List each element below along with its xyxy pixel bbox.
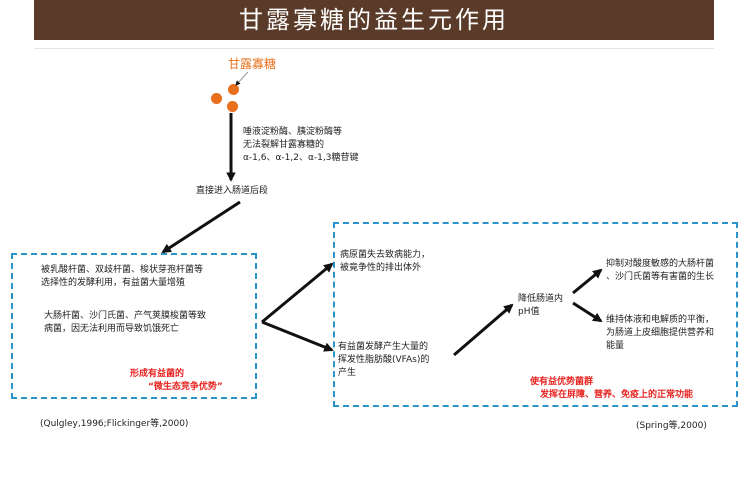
arrow-ph-to-maintain — [572, 301, 603, 323]
left-dashed-box — [11, 253, 257, 399]
vfa-text-line-1: 有益菌发酵产生大量的 — [338, 342, 429, 352]
vfa-text-line-3: 产生 — [338, 368, 357, 378]
right-dashed-box — [333, 222, 738, 407]
left-box-para1-line-1: 被乳酸杆菌、双歧杆菌、梭状芽孢杆菌等 — [41, 265, 204, 275]
sugar-pointer-arrow — [235, 71, 249, 86]
enzyme-note-line-2: 无法裂解甘露寡糖的 — [243, 140, 325, 150]
right-box-conclusion-line-1: 使有益优势菌群 — [530, 377, 594, 387]
left-box-conclusion-line-2: “微生态竞争优势” — [148, 382, 223, 392]
pathogen-text-line-2: 被竟争性的排出体外 — [340, 263, 422, 273]
left-box-para2-line-1: 大肠杆菌、沙门氏菌、产气荚膜梭菌等致 — [44, 311, 207, 321]
left-box-conclusion-line-1: 形成有益菌的 — [130, 369, 185, 379]
right-box-conclusion-line-2: 发挥在屏障、营养、免疫上的正常功能 — [540, 390, 694, 400]
sugar-label: 甘露寡糖 — [228, 57, 277, 71]
inhibit-text-line-2: 、沙门氏菌等有害菌的生长 — [606, 272, 715, 282]
enzyme-note-line-3: α-1,6、α-1,2、α-1,3糖苷键 — [243, 153, 359, 163]
arrow-hindgut-to-left-box — [161, 200, 241, 254]
maintain-text-line-2: 为肠道上皮细胞提供营养和 — [606, 328, 715, 338]
sugar-molecule-dot-3 — [227, 101, 238, 112]
vfa-text-line-2: 挥发性脂肪酸(VFAs)的 — [338, 355, 430, 365]
ph-text-line-1: 降低肠道内 — [518, 294, 564, 304]
maintain-text-line-1: 维持体液和电解质的平衡， — [606, 315, 715, 325]
left-box-para1-line-2: 选择性的发酵利用，有益菌大量增殖 — [41, 278, 186, 288]
title-divider — [34, 48, 714, 49]
enzyme-note-line-1: 唾液淀粉酶、胰淀粉酶等 — [243, 127, 343, 137]
sugar-molecule-dot-2 — [228, 84, 239, 95]
hindgut-label: 直接进入肠道后段 — [196, 186, 269, 196]
arrow-ph-to-inhibit — [572, 268, 603, 295]
arrow-to-vfa — [261, 320, 334, 352]
citation-right: (Spring等,2000) — [636, 421, 707, 431]
arrow-vfa-to-ph — [453, 303, 514, 357]
page-title: 甘露寡糖的益生元作用 — [239, 6, 509, 34]
inhibit-text-line-1: 抑制对酸度敏感的大肠杆菌 — [606, 259, 715, 269]
title-banner: 甘露寡糖的益生元作用 — [34, 0, 714, 40]
citation-left: (Qulgley,1996;Flickinger等,2000) — [40, 419, 189, 429]
pathogen-text-line-1: 病原菌失去致病能力， — [340, 250, 431, 260]
left-box-para2-line-2: 病菌，因无法利用而导致饥饿死亡 — [44, 324, 180, 334]
maintain-text-line-3: 能量 — [606, 341, 625, 351]
ph-text-line-2: pH值 — [518, 307, 540, 317]
sugar-molecule-dot-1 — [211, 93, 222, 104]
arrow-to-pathogen — [261, 262, 334, 324]
